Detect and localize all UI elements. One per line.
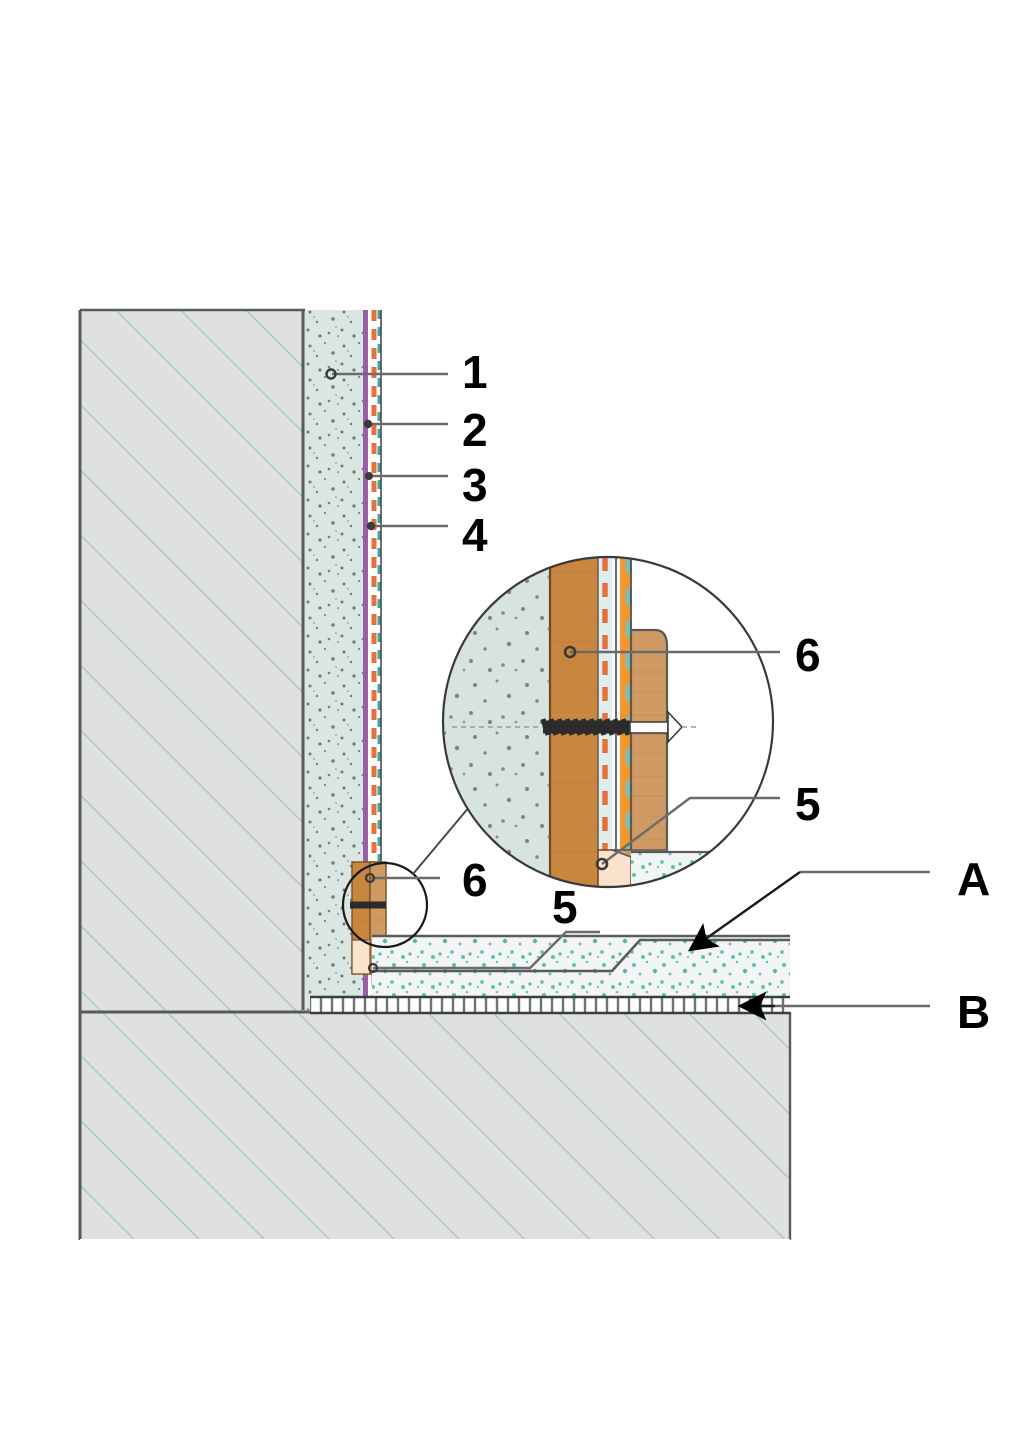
zoom-thread-ridges [540, 718, 631, 736]
label-a: A [957, 853, 990, 905]
zoom-screw-threads [540, 718, 631, 736]
zoom-screw [452, 709, 700, 745]
leader-dots-group [325, 368, 609, 974]
leader-dot-5-zoom [595, 857, 609, 871]
label-1: 1 [462, 346, 488, 398]
zoom-batten-outer [629, 628, 669, 872]
leader-dot-2 [363, 419, 373, 429]
zoom-screw-head [667, 709, 684, 745]
leader-line-5-main [373, 930, 600, 970]
labels-group: 1 2 3 4 6 5 6 5 A B [462, 346, 990, 1038]
detail-marker-circle-small [341, 861, 429, 949]
label-6-main: 6 [462, 854, 488, 906]
leader-dot-4 [366, 521, 376, 531]
magnifier-ring [441, 555, 775, 889]
label-b: B [957, 986, 990, 1038]
label-3: 3 [462, 459, 488, 511]
leader-dot-6-zoom [563, 645, 577, 659]
leader-line-a-arrow [688, 871, 801, 952]
label-6-zoom: 6 [795, 629, 821, 681]
small-detail-ring [341, 861, 429, 949]
concrete-structure [78, 308, 792, 1241]
leader-dot-5-main [367, 962, 379, 974]
zoom-screw-neck [629, 721, 669, 734]
leader-line-5-zoom [601, 796, 780, 865]
magnified-detail-circle [441, 555, 775, 889]
concrete-wall-and-slab-fill [80, 310, 790, 1240]
leader-dot-6-main [364, 872, 376, 884]
leader-dot-1 [325, 368, 337, 380]
leader-dot-3 [365, 472, 373, 480]
timber-batten-assembly-main [350, 861, 387, 975]
label-2: 2 [462, 404, 488, 456]
separating-layer-fill [310, 997, 790, 1013]
label-5-main: 5 [552, 881, 578, 933]
detail-connector-upper [412, 805, 471, 875]
membrane-air-gap [368, 310, 372, 1010]
screed-fill [372, 935, 790, 997]
leader-lines-group [332, 372, 930, 1021]
membrane-purple-layer [363, 310, 368, 1010]
label-4: 4 [462, 509, 488, 561]
label-5-zoom: 5 [795, 778, 821, 830]
